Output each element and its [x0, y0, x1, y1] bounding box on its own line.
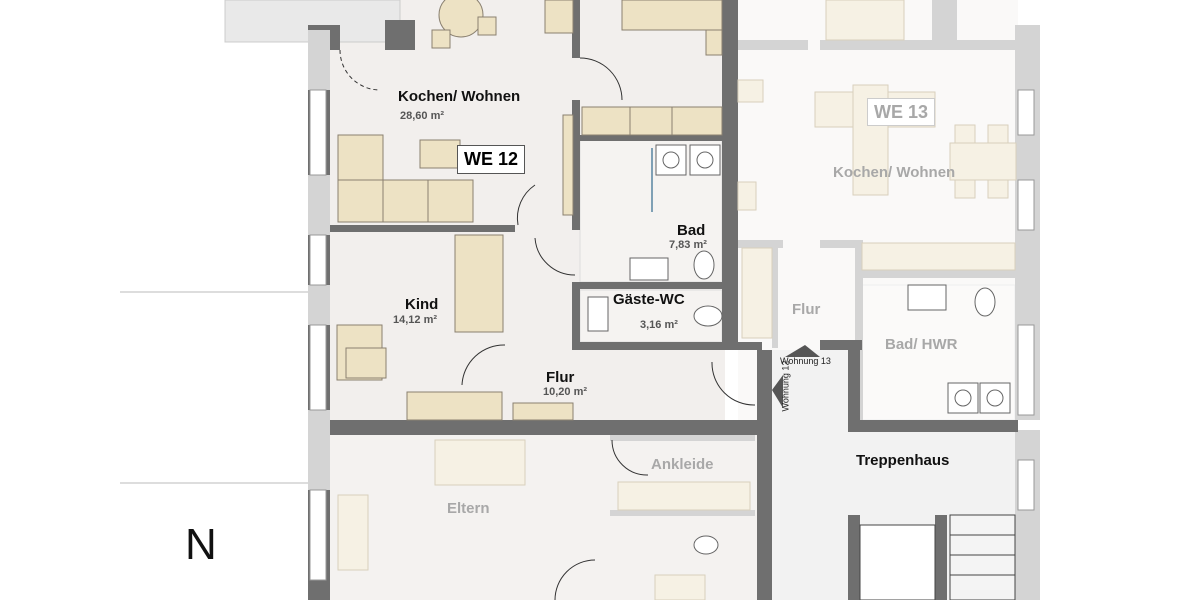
room-label-eltern: Eltern — [447, 500, 490, 517]
room-label-gaeste-wc: Gäste-WC — [613, 291, 685, 308]
room-area-kind: 14,12 m² — [393, 314, 438, 326]
room-label-bad: Bad — [677, 222, 706, 239]
room-area-kochen-wohnen: 28,60 m² — [400, 110, 445, 122]
floor-eltern — [330, 435, 758, 600]
windows — [309, 89, 1035, 581]
room-label-treppenhaus: Treppenhaus — [856, 452, 950, 469]
room-label-ankleide: Ankleide — [651, 456, 714, 473]
room-area-flur: 10,20 m² — [543, 386, 588, 398]
entrance-label-we12: Wohnung 12 — [780, 360, 791, 412]
room-label-flur: Flur — [546, 369, 575, 386]
entrance-arrow-we13 — [785, 345, 820, 357]
room-label-we13-bad-hwr: Bad/ HWR — [885, 336, 958, 353]
unit-label-we13: WE 13 — [867, 98, 935, 126]
door-swings — [339, 49, 756, 600]
room-area-gaeste-wc: 3,16 m² — [640, 319, 678, 331]
sanitary — [587, 144, 1011, 555]
unit-label-we12: WE 12 — [457, 145, 525, 174]
north-label: N — [185, 520, 217, 569]
room-label-we13-kochen-wohnen: Kochen/ Wohnen — [833, 164, 956, 181]
room-area-bad: 7,83 m² — [669, 239, 707, 251]
room-label-we13-flur: Flur — [792, 301, 821, 318]
room-label-kind: Kind — [405, 296, 439, 313]
entrance-label-we13: Wohnung 13 — [780, 356, 831, 366]
room-label-kochen-wohnen: Kochen/ Wohnen — [398, 88, 521, 105]
stairs — [859, 514, 1016, 600]
entrance-arrow-we12 — [772, 375, 783, 408]
we12-furniture — [336, 0, 723, 421]
